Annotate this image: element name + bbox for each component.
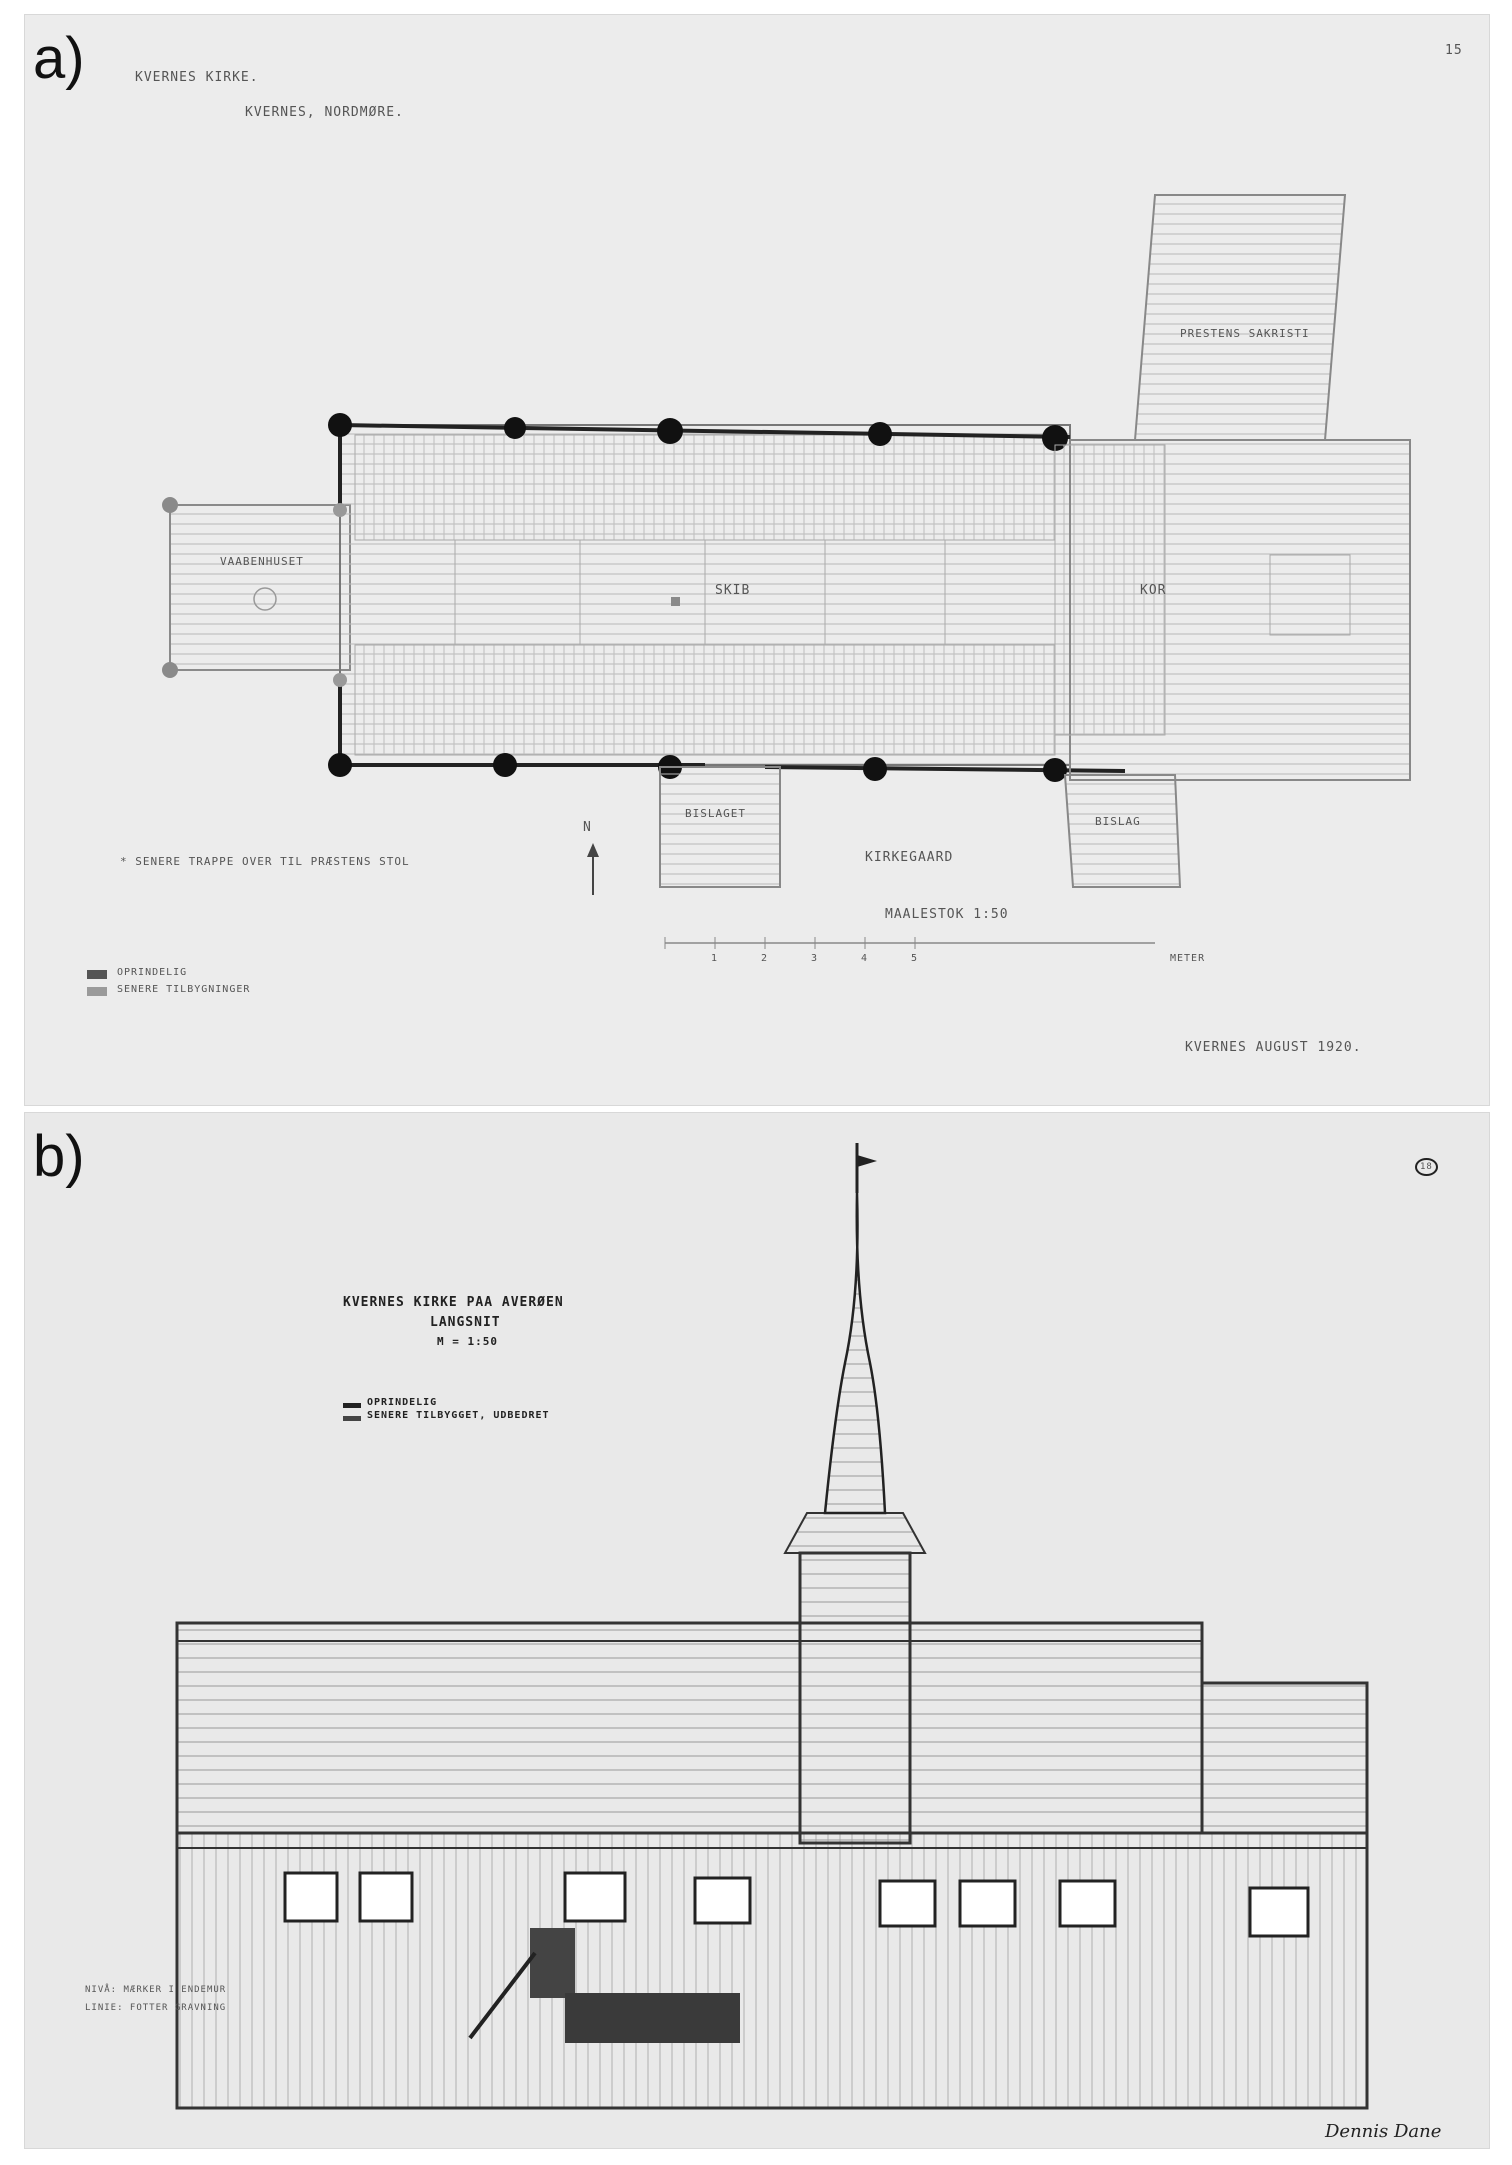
panel-label-b: b) xyxy=(33,1124,85,1189)
corner-mark-a: 15 xyxy=(1445,43,1463,58)
room-sacristy-label: PRESTENS SAKRISTI xyxy=(1180,327,1310,340)
legend-swatch-later xyxy=(87,987,107,996)
scale-tick-3: 3 xyxy=(811,953,819,964)
section-legend-2: SENERE TILBYGGET, UDBEDRET xyxy=(367,1410,550,1421)
north-arrow-icon xyxy=(587,843,599,895)
section-signature: Dennis Dane xyxy=(1325,2121,1442,2142)
scale-bar xyxy=(664,937,1155,949)
choir-roof-zone xyxy=(1200,1681,1369,1835)
north-label: N xyxy=(583,820,592,835)
pulpit xyxy=(468,1928,575,2040)
plan-date-signature: KVERNES AUGUST 1920. xyxy=(1185,1040,1362,1055)
panel-label-a: a) xyxy=(33,26,85,91)
pews xyxy=(565,1993,740,2043)
corner-mark-b: 18 xyxy=(1415,1158,1438,1176)
plan-note: * SENERE TRAPPE OVER TIL PRÆSTENS STOL xyxy=(120,855,410,868)
roof-truss-zone xyxy=(175,1621,1204,1835)
windows xyxy=(283,1871,1310,1938)
legend-original-label: OPRINDELIG xyxy=(117,967,188,978)
legend-later-label: SENERE TILBYGNINGER xyxy=(117,984,251,995)
section-left-note-2: LINIE: FOTTER GRAVNING xyxy=(85,2003,227,2013)
annex-south-left xyxy=(659,766,781,888)
porch-west xyxy=(162,497,351,678)
section-legend-1: OPRINDELIG xyxy=(367,1397,438,1408)
choir xyxy=(1054,439,1411,781)
plan-subtitle: KVERNES, NORDMØRE. xyxy=(245,105,404,120)
plan-title: KVERNES KIRKE. xyxy=(135,70,259,85)
churchyard-label: KIRKEGAARD xyxy=(865,850,954,865)
scale-tick-1: 1 xyxy=(711,953,719,964)
room-nave-label: SKIB xyxy=(715,583,751,598)
section-drawing xyxy=(175,1143,1369,2110)
legend-swatch-original xyxy=(87,970,107,979)
panel-a-floor-plan: a) xyxy=(24,14,1490,1106)
section-left-note-1: NIVÅ: MÆRKER I ENDEMUR xyxy=(85,1985,227,1995)
nave xyxy=(338,423,1126,773)
scale-unit-label: METER xyxy=(1170,953,1206,964)
scale-tick-2: 2 xyxy=(761,953,769,964)
floor-plan-drawing xyxy=(162,194,1411,949)
scale-tick-4: 4 xyxy=(861,953,869,964)
tower xyxy=(783,1143,927,1845)
section-scale: M = 1:50 xyxy=(437,1335,498,1348)
annex-south-right xyxy=(1063,774,1182,888)
section-subtitle: LANGSNIT xyxy=(430,1315,501,1330)
scale-tick-5: 5 xyxy=(911,953,919,964)
room-annex-left-label: BISLAGET xyxy=(685,807,746,820)
wall-zone xyxy=(175,1831,1369,2110)
room-porch-label: VAABENHUSET xyxy=(220,555,304,568)
room-annex-right-label: BISLAG xyxy=(1095,815,1141,828)
sacristy xyxy=(1133,194,1347,441)
room-choir-label: KOR xyxy=(1140,583,1167,598)
posts xyxy=(328,413,1068,782)
section-legend-swatch-1 xyxy=(343,1403,361,1408)
section-title: KVERNES KIRKE PAA AVERØEN xyxy=(343,1295,564,1310)
plan-scale-label: MAALESTOK 1:50 xyxy=(885,907,1009,922)
section-legend-swatch-2 xyxy=(343,1416,361,1421)
panel-b-section: b) xyxy=(24,1112,1490,2149)
